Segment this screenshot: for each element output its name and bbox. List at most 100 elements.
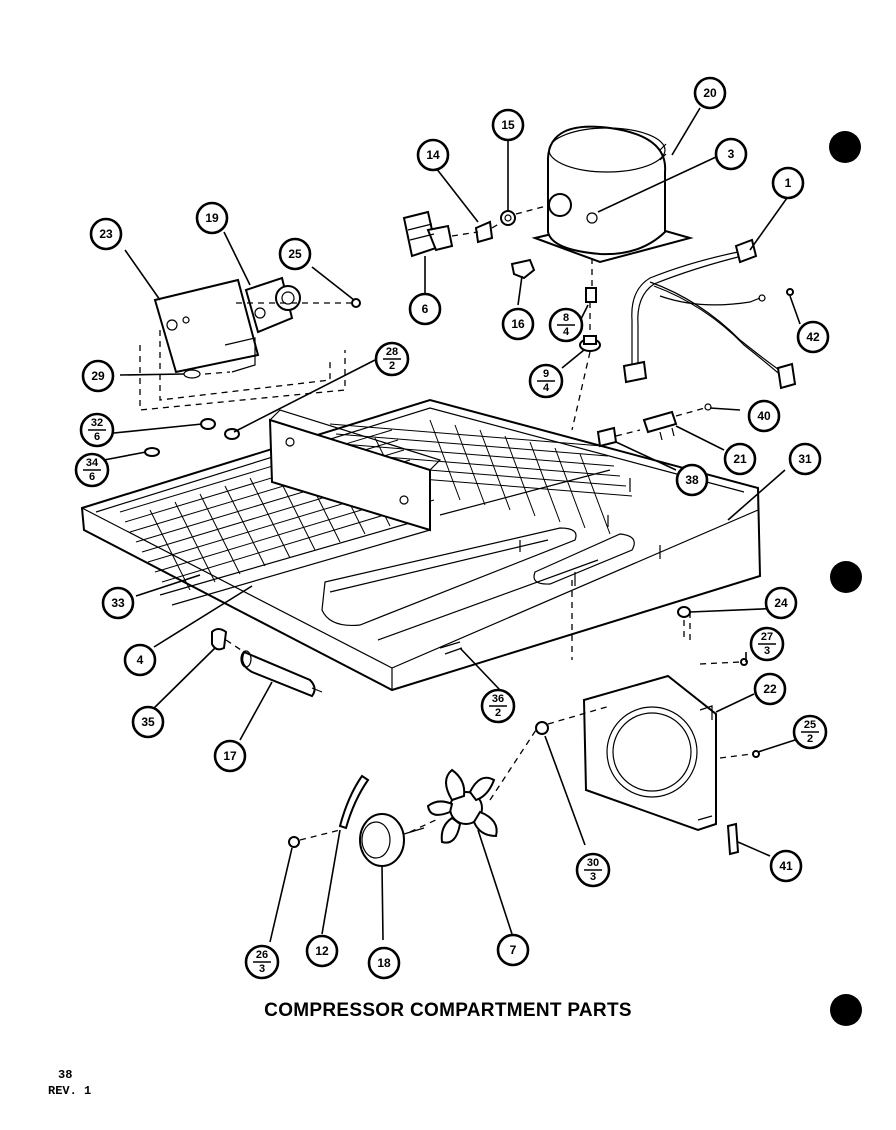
svg-text:31: 31	[798, 452, 812, 466]
grommet-8	[585, 287, 597, 303]
svg-text:3: 3	[590, 871, 596, 883]
fan-motor	[359, 813, 425, 867]
svg-text:19: 19	[205, 211, 219, 225]
relay	[402, 210, 454, 258]
callout-3: 3	[714, 137, 748, 171]
callout-22: 22	[753, 672, 787, 706]
page-number: 38	[58, 1068, 73, 1082]
svg-text:3: 3	[764, 645, 770, 657]
callout-41: 41	[769, 849, 803, 883]
svg-text:4: 4	[543, 382, 550, 394]
svg-text:14: 14	[426, 148, 440, 162]
nut-24	[677, 606, 691, 618]
callout-14: 14	[416, 138, 450, 172]
overload-protector	[500, 210, 516, 226]
svg-text:27: 27	[761, 631, 773, 643]
callout-24: 24	[764, 586, 798, 620]
svg-text:23: 23	[99, 227, 113, 241]
svg-text:28: 28	[386, 346, 398, 358]
screw-25-2	[752, 750, 760, 758]
svg-text:6: 6	[94, 431, 100, 443]
svg-text:6: 6	[89, 471, 95, 483]
screw-26	[288, 836, 300, 848]
clamp-35	[211, 628, 228, 651]
svg-text:17: 17	[223, 749, 237, 763]
callout-33: 33	[101, 586, 135, 620]
svg-text:15: 15	[501, 118, 515, 132]
svg-text:32: 32	[91, 417, 103, 429]
spring-41	[726, 822, 740, 856]
clip-29	[183, 369, 201, 379]
callout-36-2: 362	[480, 688, 516, 724]
callout-25: 25	[278, 237, 312, 271]
defrost-timer	[244, 276, 301, 334]
callout-28-2: 282	[374, 341, 410, 377]
terminal-cover	[510, 258, 536, 280]
callout-9-4: 94	[528, 363, 564, 399]
svg-text:20: 20	[703, 86, 717, 100]
wiring-harness	[622, 238, 797, 390]
svg-text:8: 8	[563, 312, 569, 324]
svg-text:2: 2	[389, 360, 395, 372]
callout-29: 29	[81, 359, 115, 393]
callout-34-6: 346	[74, 452, 110, 488]
binder-hole-bottom	[830, 994, 862, 1026]
svg-text:35: 35	[141, 715, 155, 729]
svg-text:3: 3	[259, 963, 265, 975]
svg-text:2: 2	[807, 733, 813, 745]
svg-text:2: 2	[495, 707, 501, 719]
svg-text:9: 9	[543, 368, 549, 380]
svg-text:16: 16	[511, 317, 525, 331]
callout-18: 18	[367, 946, 401, 980]
compressor	[531, 125, 694, 264]
overload-clip	[474, 220, 494, 244]
callout-30-3: 303	[575, 852, 611, 888]
partition-bracket	[268, 409, 442, 532]
tube-36	[439, 641, 463, 655]
callout-40: 40	[747, 399, 781, 433]
screw-42	[786, 288, 794, 296]
fan-blade	[426, 768, 498, 844]
svg-text:38: 38	[685, 473, 699, 487]
callout-25-2: 252	[792, 714, 828, 750]
callout-27-3: 273	[749, 626, 785, 662]
base-pan	[80, 398, 762, 692]
callout-7: 7	[496, 933, 530, 967]
callout-6: 6	[408, 292, 442, 326]
callout-26-3: 263	[244, 944, 280, 980]
grommet-32	[200, 418, 216, 430]
callout-21: 21	[723, 442, 757, 476]
svg-text:29: 29	[91, 369, 105, 383]
callout-15: 15	[491, 108, 525, 142]
callout-8-4: 84	[548, 307, 584, 343]
svg-text:33: 33	[111, 596, 125, 610]
svg-text:41: 41	[779, 859, 793, 873]
wire-40	[704, 403, 712, 411]
callout-35: 35	[131, 705, 165, 739]
svg-text:30: 30	[587, 857, 599, 869]
svg-text:3: 3	[728, 147, 735, 161]
connector	[596, 426, 618, 448]
callout-42: 42	[796, 320, 830, 354]
revision-label: REV. 1	[48, 1084, 92, 1098]
binder-hole-middle	[830, 561, 862, 593]
callout-19: 19	[195, 201, 229, 235]
svg-text:22: 22	[763, 682, 777, 696]
svg-text:24: 24	[774, 596, 788, 610]
callout-31: 31	[788, 442, 822, 476]
svg-text:12: 12	[315, 944, 329, 958]
svg-text:36: 36	[492, 693, 504, 705]
svg-text:4: 4	[137, 653, 144, 667]
motor-bracket-12	[338, 774, 370, 830]
diagram-caption: COMPRESSOR COMPARTMENT PARTS	[264, 1000, 632, 1021]
fan-shroud	[582, 674, 717, 832]
callout-4: 4	[123, 643, 157, 677]
defrost-terminator	[642, 410, 678, 441]
washer-34	[144, 447, 160, 457]
callout-1: 1	[771, 166, 805, 200]
grommet-9	[579, 335, 601, 352]
drier-17	[240, 650, 323, 698]
svg-text:7: 7	[510, 943, 517, 957]
